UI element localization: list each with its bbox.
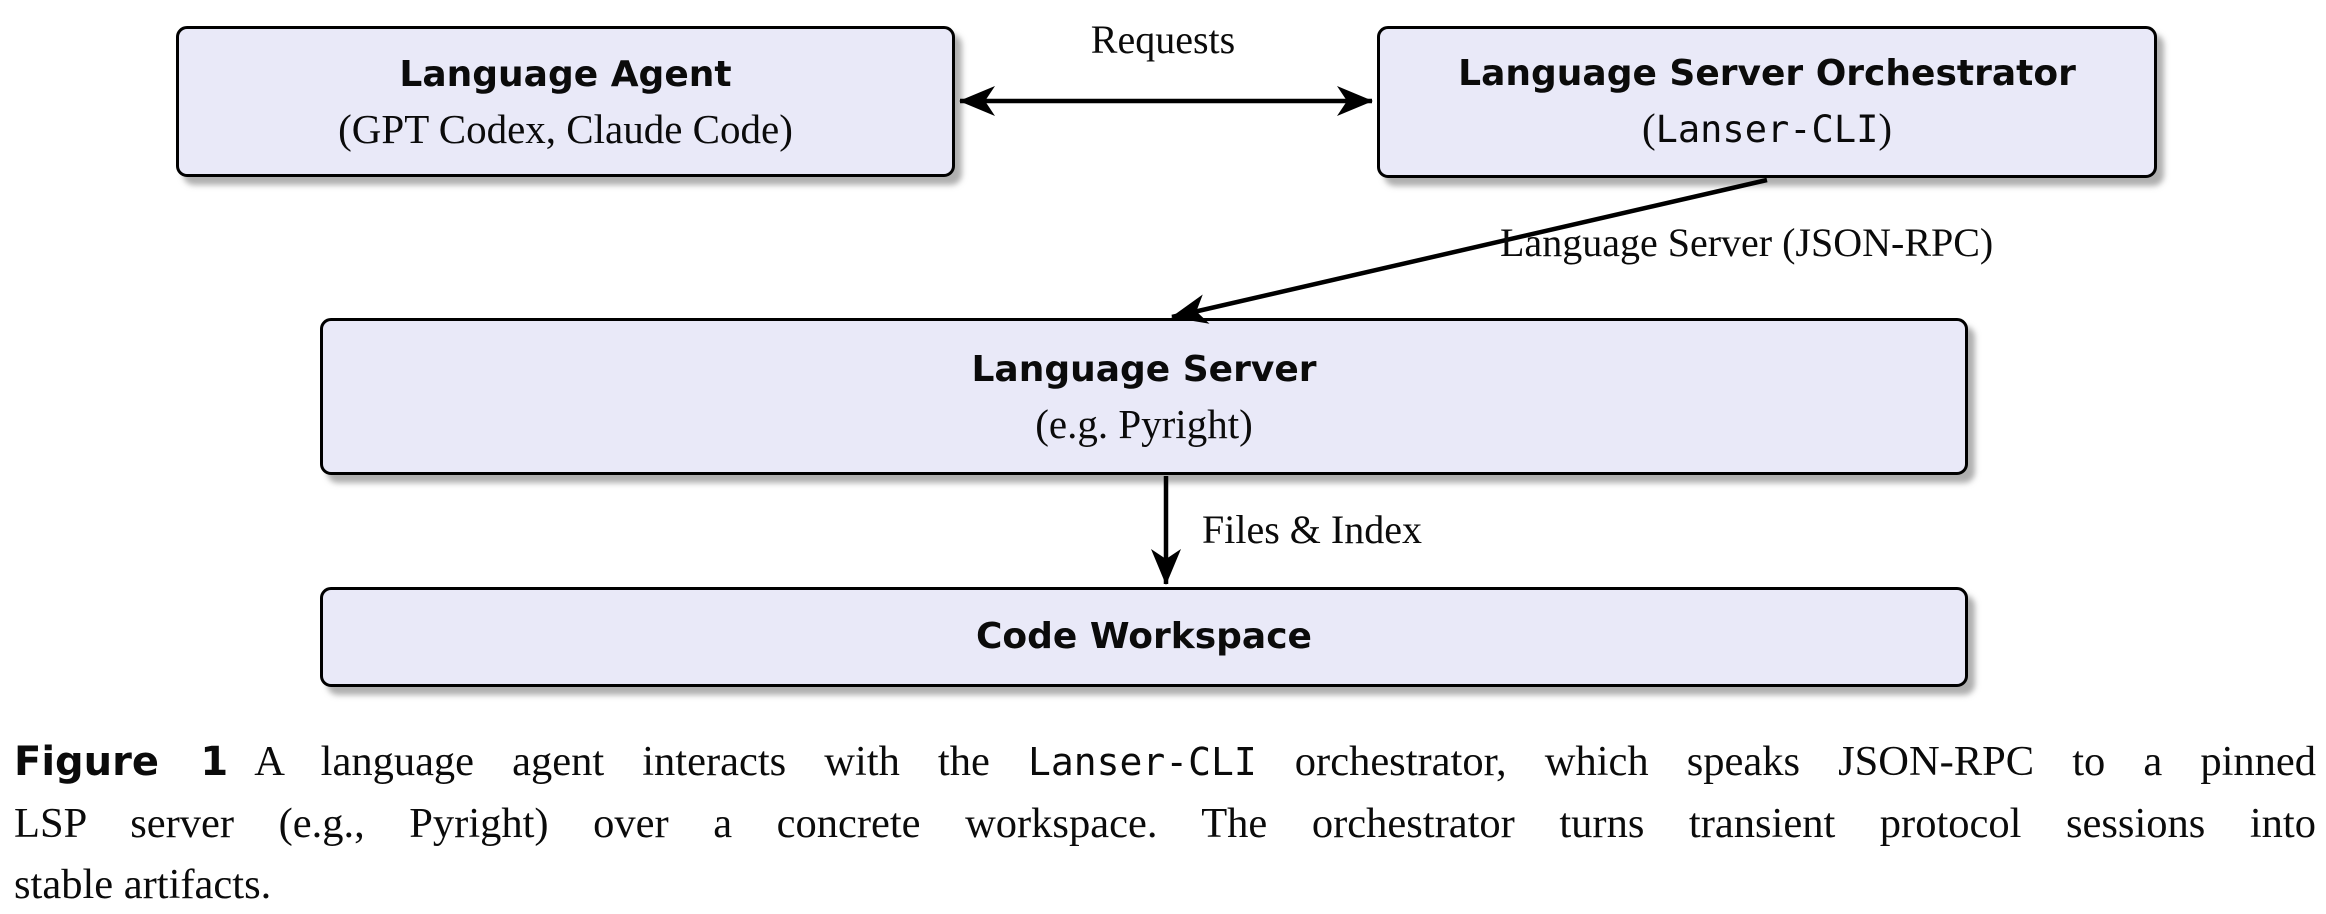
caption-text: A language agent interacts with the [254, 738, 1028, 785]
caption-lanser-cli-code: Lanser-CLI [1027, 740, 1257, 784]
node-language-server-orchestrator: Language Server Orchestrator (Lanser-CLI… [1377, 26, 2157, 178]
node-language-agent-subtitle: (GPT Codex, Claude Code) [338, 105, 793, 152]
paren-open: ( [1641, 105, 1656, 151]
node-code-workspace-title: Code Workspace [976, 616, 1312, 657]
edge-label-files-index: Files & Index [1202, 507, 1422, 552]
edge-label-json-rpc: Language Server (JSON-RPC) [1500, 220, 1994, 265]
caption-line-1: Figure 1 A language agent interacts with … [14, 731, 2316, 793]
caption-text: orchestrator, which speaks JSON-RPC to a… [1256, 738, 2316, 785]
caption-line-2: LSP server (e.g., Pyright) over a concre… [14, 800, 2316, 847]
paren-close: ) [1878, 105, 1893, 151]
node-language-server-subtitle: (e.g. Pyright) [1035, 400, 1253, 447]
figure-caption: Figure 1 A language agent interacts with … [14, 731, 2316, 914]
node-orchestrator-title: Language Server Orchestrator [1458, 53, 2076, 94]
node-orchestrator-subtitle: (Lanser-CLI) [1642, 101, 1892, 157]
node-language-server: Language Server (e.g. Pyright) [320, 318, 1968, 475]
caption-figure-number: Figure 1 [14, 739, 229, 785]
node-language-server-title: Language Server [971, 348, 1317, 390]
node-language-agent: Language Agent (GPT Codex, Claude Code) [176, 26, 955, 177]
lanser-cli-code: Lanser-CLI [1655, 108, 1879, 151]
node-language-agent-title: Language Agent [399, 53, 732, 95]
node-code-workspace: Code Workspace [320, 587, 1968, 687]
caption-line-3: stable artifacts. [14, 861, 272, 908]
edge-label-requests: Requests [1090, 17, 1236, 62]
